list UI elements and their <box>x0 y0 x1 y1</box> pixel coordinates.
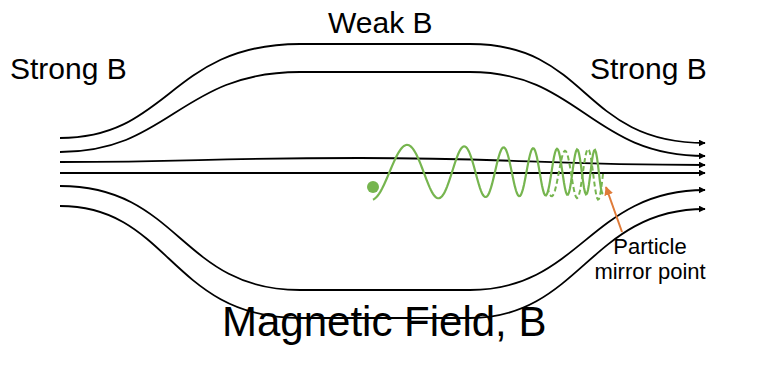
field-line <box>60 172 705 174</box>
strong-field-label: Strong B <box>10 52 127 87</box>
weak-field-label: Weak B <box>328 6 433 41</box>
strong-field-label: Strong B <box>590 52 707 87</box>
particle-dot <box>367 181 379 193</box>
leader-arrow <box>606 187 622 232</box>
reflected-trajectory <box>548 149 603 200</box>
particle-trajectory <box>373 145 603 200</box>
field-line <box>60 158 705 165</box>
diagram-title: Magnetic Field, B <box>222 298 546 346</box>
mirror-point-label: Particle mirror point <box>590 234 710 285</box>
